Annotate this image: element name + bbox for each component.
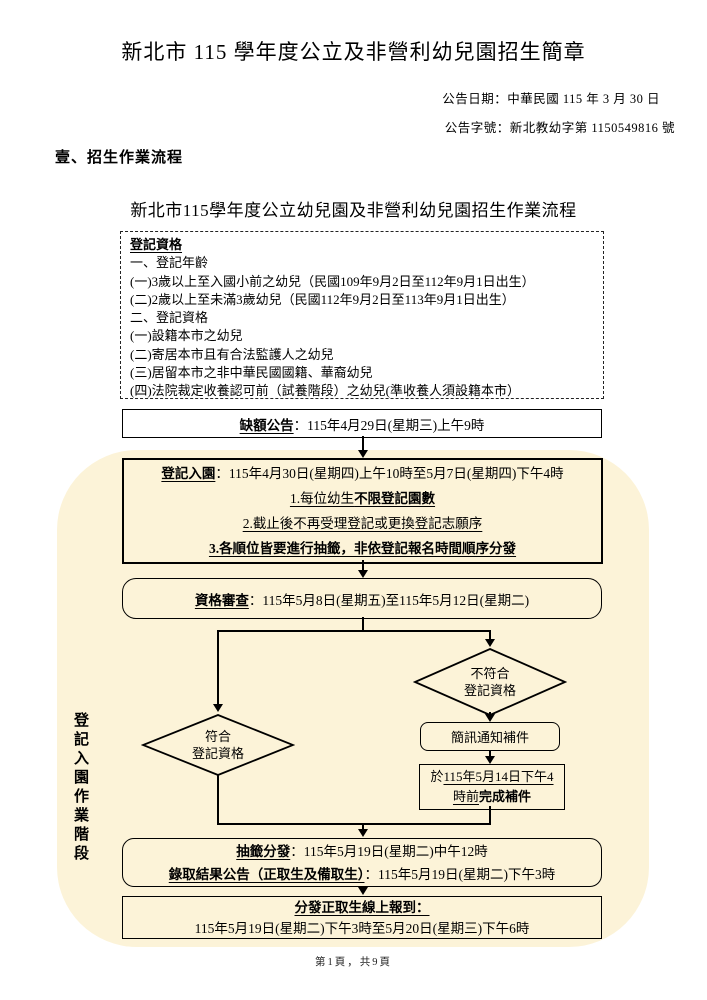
connector-line bbox=[217, 630, 219, 706]
connector-line bbox=[489, 806, 491, 825]
eligibility-heading: 登記資格 bbox=[130, 237, 183, 252]
connector-line bbox=[362, 436, 364, 452]
arrow-down-icon bbox=[358, 887, 368, 895]
connector-line bbox=[362, 617, 364, 631]
arrow-down-icon bbox=[358, 450, 368, 458]
report-box: 分發正取生線上報到： 115年5月19日(星期二)下午3時至5月20日(星期三)… bbox=[122, 896, 602, 939]
registration-stage-highlight bbox=[57, 450, 649, 947]
connector-line bbox=[217, 775, 219, 825]
eligibility-line: (三)居留本市之非中華民國國籍、華裔幼兒 bbox=[130, 365, 373, 381]
decision-pass-diamond: 符合 登記資格 bbox=[141, 714, 295, 776]
stage-label: 登記入園作業階段 bbox=[72, 712, 88, 864]
eligibility-line: (二)2歲以上至未滿3歲幼兒（民國112年9月2日至113年9月1日出生） bbox=[130, 291, 515, 307]
flowchart-title: 新北市115學年度公立幼兒園及非營利幼兒園招生作業流程 bbox=[130, 201, 577, 220]
report-text: 115年5月19日(星期二)下午3時至5月20日(星期三)下午6時 bbox=[194, 920, 530, 936]
arrow-down-icon bbox=[485, 639, 495, 647]
page-number: 第1頁，共9頁 bbox=[315, 957, 392, 968]
supplement-deadline-box: 於115年5月14日下午4時前完成補件 bbox=[419, 764, 565, 810]
connector-line bbox=[217, 630, 491, 632]
review-text: 資格審查：115年5月8日(星期五)至115年5月12日(星期二) bbox=[194, 592, 530, 608]
decision-fail-diamond: 不符合 登記資格 bbox=[413, 648, 567, 716]
arrow-down-icon bbox=[358, 570, 368, 578]
lottery-line2: 錄取結果公告（正取生及備取生）：115年5月19日(星期二)下午3時 bbox=[168, 866, 556, 882]
arrow-down-icon bbox=[358, 829, 368, 837]
review-label: 資格審查 bbox=[194, 592, 249, 608]
vacancy-text: 缺額公告：115年4月29日(星期三)上午9時 bbox=[239, 417, 485, 433]
registration-note1: 1.每位幼生不限登記園數 bbox=[289, 491, 436, 506]
connector-line bbox=[362, 560, 364, 572]
eligibility-line: (四)法院裁定收養認可前（試養階段）之幼兒(準收養人須設籍本市） bbox=[130, 383, 520, 399]
connector-line bbox=[362, 823, 364, 831]
registration-note3: 3.各順位皆要進行抽籤，非依登記報名時間順序分發 bbox=[208, 541, 517, 556]
review-box: 資格審查：115年5月8日(星期五)至115年5月12日(星期二) bbox=[122, 578, 602, 619]
sms-notify-box: 簡訊通知補件 bbox=[420, 722, 560, 751]
report-label: 分發正取生線上報到： bbox=[294, 899, 430, 915]
registration-box: 登記入園：115年4月30日(星期四)上午10時至5月7日(星期四)下午4時 1… bbox=[122, 458, 603, 564]
decision-pass-text: 符合 登記資格 bbox=[191, 729, 244, 761]
sms-text: 簡訊通知補件 bbox=[450, 730, 529, 745]
eligibility-box: 登記資格 一、登記年齡 (一)3歲以上至入國小前之幼兒（民國109年9月2日至1… bbox=[120, 231, 604, 399]
registration-note2: 2.截止後不再受理登記或更換登記志願序 bbox=[242, 516, 483, 531]
lottery-box: 抽籤分發：115年5月19日(星期二)中午12時 錄取結果公告（正取生及備取生）… bbox=[122, 838, 602, 887]
eligibility-line: (一)設籍本市之幼兒 bbox=[130, 328, 243, 344]
eligibility-line: (二)寄居本市且有合法監護人之幼兒 bbox=[130, 346, 334, 362]
supplement-text: 於115年5月14日下午4時前完成補件 bbox=[430, 769, 554, 804]
eligibility-line: 一、登記年齡 bbox=[130, 255, 209, 271]
section-heading: 壹、招生作業流程 bbox=[55, 150, 184, 166]
registration-line1: 登記入園：115年4月30日(星期四)上午10時至5月7日(星期四)下午4時 bbox=[161, 466, 564, 481]
arrow-down-icon bbox=[213, 704, 223, 712]
registration-label: 登記入園 bbox=[161, 466, 216, 481]
eligibility-line: 二、登記資格 bbox=[130, 310, 209, 326]
announce-date: 公告日期：中華民國 115 年 3 月 30 日 bbox=[442, 92, 660, 106]
decision-fail-text: 不符合 登記資格 bbox=[463, 666, 516, 698]
arrow-down-icon bbox=[485, 714, 495, 722]
eligibility-line: (一)3歲以上至入國小前之幼兒（民國109年9月2日至112年9月1日出生） bbox=[130, 273, 535, 289]
document-title: 新北市 115 學年度公立及非營利幼兒園招生簡章 bbox=[121, 40, 586, 64]
announce-number: 公告字號：新北教幼字第 1150549816 號 bbox=[444, 121, 675, 135]
connector-line bbox=[489, 630, 491, 641]
vacancy-label: 缺額公告 bbox=[239, 417, 294, 433]
connector-line bbox=[489, 751, 491, 757]
lottery-line1: 抽籤分發：115年5月19日(星期二)中午12時 bbox=[236, 843, 488, 859]
connector-line bbox=[217, 823, 491, 825]
arrow-down-icon bbox=[485, 756, 495, 764]
vacancy-announcement-box: 缺額公告：115年4月29日(星期三)上午9時 bbox=[122, 409, 602, 438]
